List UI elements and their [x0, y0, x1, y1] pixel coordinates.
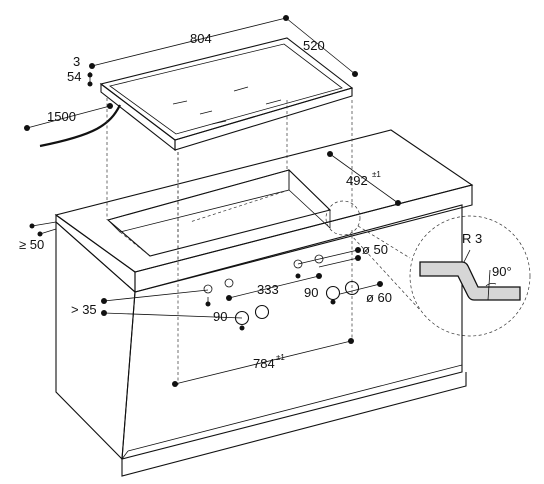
knob-small-2	[224, 278, 234, 288]
dim-knob-dia-a: ø 50	[362, 242, 388, 257]
knob-small-4	[314, 254, 324, 264]
knob-small-3	[293, 259, 303, 269]
hob-glass	[109, 43, 343, 135]
dim-cable: 1500	[47, 109, 76, 124]
dim-depth: 520	[303, 38, 325, 53]
dim-knob-spacing-a: 90	[213, 309, 227, 324]
cabinet-front	[121, 204, 463, 460]
dim-cutout-depth: 492	[346, 173, 368, 188]
cutout-wall-right	[288, 169, 331, 229]
detail-angle: 90°	[492, 264, 512, 279]
dimension-lines	[24, 15, 401, 387]
detail-radius: R 3	[462, 231, 482, 246]
dim-height: 54	[67, 69, 81, 84]
dim-cutout-depth-tol: ±1	[372, 170, 381, 179]
detail-callout	[325, 200, 531, 337]
detail-profile	[419, 261, 521, 301]
knob-group-left	[203, 278, 270, 326]
countertop-front	[55, 213, 136, 294]
dim-thickness: 3	[73, 54, 80, 69]
dim-cutout-width-tol: ±1	[276, 353, 285, 362]
knob-large-4	[344, 280, 360, 296]
plinth	[121, 372, 467, 477]
dim-knob-gap: 333	[257, 282, 279, 297]
knob-small-1	[203, 284, 213, 294]
cutout-opening	[106, 169, 332, 257]
dim-width: 804	[190, 31, 212, 46]
detail-lens	[409, 215, 531, 337]
hob-edge-right	[174, 87, 353, 151]
cabinet	[54, 129, 474, 477]
projection-lines	[106, 98, 353, 385]
knob-large-3	[325, 285, 341, 301]
dim-knob-dia-b: ø 60	[366, 290, 392, 305]
dim-edge-min: ≥ 50	[19, 237, 44, 252]
knob-large-2	[254, 304, 270, 320]
dim-knob-height: > 35	[71, 302, 97, 317]
dim-cutout-width: 784	[253, 356, 275, 371]
cutout	[106, 169, 332, 257]
cabinet-side	[55, 220, 136, 461]
detail-marker	[325, 200, 361, 236]
power-cable	[39, 104, 121, 148]
hob	[39, 37, 354, 152]
dim-knob-spacing-b: 90	[304, 285, 318, 300]
